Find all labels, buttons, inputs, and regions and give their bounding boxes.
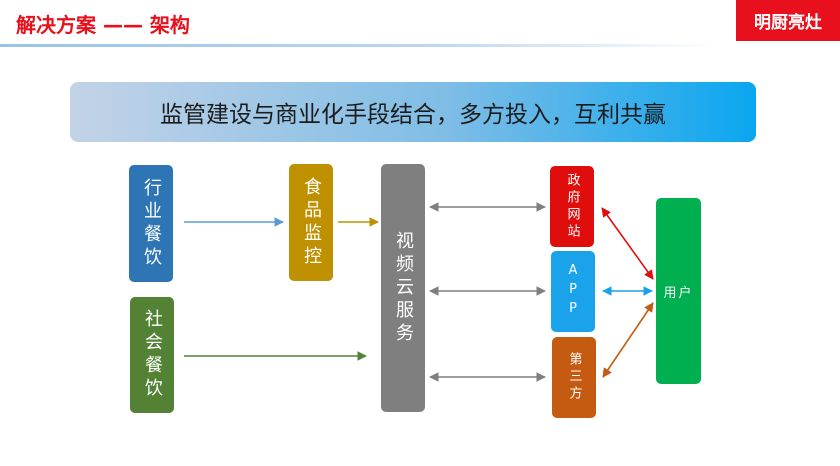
node-gov-website: 政府网站 [550, 166, 594, 247]
node-food-monitoring: 食品监控 [289, 164, 333, 281]
brand-badge: 明厨亮灶 [736, 0, 840, 41]
node-video-cloud-service: 视频云服务 [381, 164, 425, 412]
node-third-party: 第三方 [552, 337, 596, 418]
node-social-dining: 社会餐饮 [130, 297, 174, 413]
connector-gov-website-to-user [601, 207, 654, 280]
node-industry-dining: 行业餐饮 [129, 165, 173, 282]
node-app: APP [551, 251, 595, 332]
slogan-banner: 监管建设与商业化手段结合，多方投入，互利共赢 [70, 82, 756, 142]
node-user: 用户 [656, 198, 701, 384]
connector-third-party-to-user [602, 302, 654, 378]
title-underline [0, 44, 720, 47]
page-title: 解决方案 —— 架构 [16, 13, 190, 37]
